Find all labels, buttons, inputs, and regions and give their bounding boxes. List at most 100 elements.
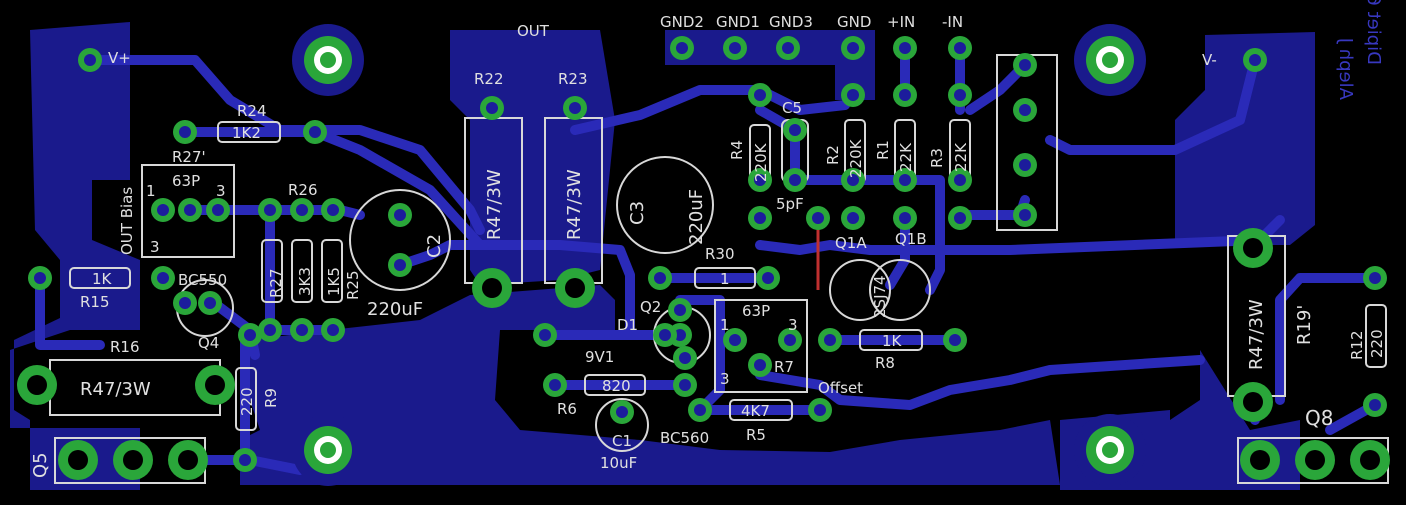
label-d1: D1 bbox=[617, 316, 638, 334]
label-c1: C1 bbox=[612, 432, 632, 450]
pad bbox=[808, 398, 832, 422]
label-r24: R24 bbox=[237, 102, 267, 120]
pad bbox=[173, 120, 197, 144]
left-ground-pour bbox=[10, 22, 140, 490]
trace-q1 bbox=[755, 215, 1285, 255]
pad bbox=[1013, 98, 1037, 122]
power-pad bbox=[1240, 440, 1280, 480]
pad bbox=[668, 298, 692, 322]
label-r7-pin3a: 3 bbox=[788, 316, 798, 334]
label-r2-val: 220K bbox=[847, 138, 865, 178]
mount-hole-bottom-left bbox=[292, 414, 364, 486]
right-upper-pour bbox=[1175, 32, 1315, 245]
c1-body bbox=[595, 398, 649, 452]
pad bbox=[1013, 153, 1037, 177]
pad bbox=[388, 253, 412, 277]
pad bbox=[673, 346, 697, 370]
label-r24-val: 1K2 bbox=[232, 124, 261, 142]
pad bbox=[776, 36, 800, 60]
pad bbox=[841, 206, 865, 230]
lower-center-pour bbox=[240, 285, 1060, 485]
label-c3-val: 220uF bbox=[686, 189, 707, 245]
label-in-minus: -IN bbox=[942, 13, 963, 31]
label-r12: R12 bbox=[1348, 330, 1366, 360]
pad bbox=[28, 266, 52, 290]
label-bc560: BC560 bbox=[660, 429, 709, 447]
pad bbox=[388, 203, 412, 227]
pad bbox=[948, 206, 972, 230]
label-r22: R22 bbox=[474, 70, 504, 88]
label-r30: R30 bbox=[705, 245, 735, 263]
pad bbox=[543, 373, 567, 397]
label-bc550: BC550 bbox=[178, 271, 227, 289]
label-r9-val: 220 bbox=[238, 387, 256, 416]
trace-r12 bbox=[1275, 273, 1380, 405]
pad bbox=[783, 118, 807, 142]
label-q1b: Q1B bbox=[895, 230, 927, 248]
label-r22-val: R47/3W bbox=[484, 169, 505, 240]
q1b-body bbox=[869, 259, 931, 321]
pad bbox=[783, 168, 807, 192]
component-outlines bbox=[49, 54, 1389, 484]
label-q1a: Q1A bbox=[835, 234, 867, 252]
pad bbox=[206, 198, 230, 222]
mirror-text-line2: Dipiet 6Z016 bbox=[1363, 0, 1384, 65]
label-r23: R23 bbox=[558, 70, 588, 88]
label-q8: Q8 bbox=[1305, 406, 1333, 430]
label-q1-val: 2SJ74 bbox=[871, 275, 889, 318]
mirror-text-line1: Aleph J bbox=[1335, 38, 1356, 100]
r15-body bbox=[69, 267, 131, 289]
pad bbox=[723, 328, 747, 352]
label-r26: R26 bbox=[288, 181, 318, 199]
pad bbox=[653, 323, 677, 347]
power-pad bbox=[1233, 382, 1273, 422]
label-gnd: GND bbox=[837, 13, 871, 31]
pad bbox=[1363, 266, 1387, 290]
label-r6-val: 820 bbox=[602, 377, 631, 395]
r27p-trim-body bbox=[141, 164, 235, 258]
r27-body bbox=[261, 239, 283, 303]
center-top-pour bbox=[450, 30, 615, 285]
pad bbox=[290, 198, 314, 222]
trace-q2 bbox=[675, 295, 725, 415]
label-v-plus: V+ bbox=[108, 49, 131, 67]
pad bbox=[893, 168, 917, 192]
label-c1-val: 10uF bbox=[600, 454, 637, 472]
label-out: OUT bbox=[517, 22, 550, 40]
power-pad bbox=[1350, 440, 1390, 480]
power-pad bbox=[58, 440, 98, 480]
label-c2-val: 220uF bbox=[367, 299, 423, 320]
pad bbox=[258, 198, 282, 222]
pad bbox=[1243, 48, 1267, 72]
label-r6: R6 bbox=[557, 400, 577, 418]
pad bbox=[723, 36, 747, 60]
pad bbox=[290, 318, 314, 342]
pad bbox=[151, 266, 175, 290]
label-r1-val: 22K bbox=[897, 142, 915, 172]
power-pad bbox=[472, 268, 512, 308]
label-offset: Offset bbox=[818, 379, 863, 397]
label-r25: R25 bbox=[344, 270, 362, 300]
r26-body bbox=[291, 239, 313, 303]
label-r9: R9 bbox=[262, 388, 280, 408]
power-pad bbox=[1233, 228, 1273, 268]
r7-trim-body bbox=[714, 299, 808, 393]
pad bbox=[948, 168, 972, 192]
label-r19p: R19' bbox=[1294, 305, 1315, 345]
label-r5-val: 4K7 bbox=[741, 402, 770, 420]
c2-body bbox=[349, 189, 451, 291]
pad bbox=[806, 206, 830, 230]
pad bbox=[238, 323, 262, 347]
pad bbox=[303, 120, 327, 144]
pad bbox=[648, 266, 672, 290]
pad bbox=[748, 353, 772, 377]
power-pad bbox=[555, 268, 595, 308]
label-gnd3: GND3 bbox=[769, 13, 813, 31]
pad bbox=[258, 318, 282, 342]
label-r7-pin3b: 3 bbox=[720, 370, 730, 388]
pad bbox=[943, 328, 967, 352]
pad bbox=[841, 83, 865, 107]
power-pad bbox=[17, 365, 57, 405]
power-pad bbox=[1295, 440, 1335, 480]
pad bbox=[688, 398, 712, 422]
